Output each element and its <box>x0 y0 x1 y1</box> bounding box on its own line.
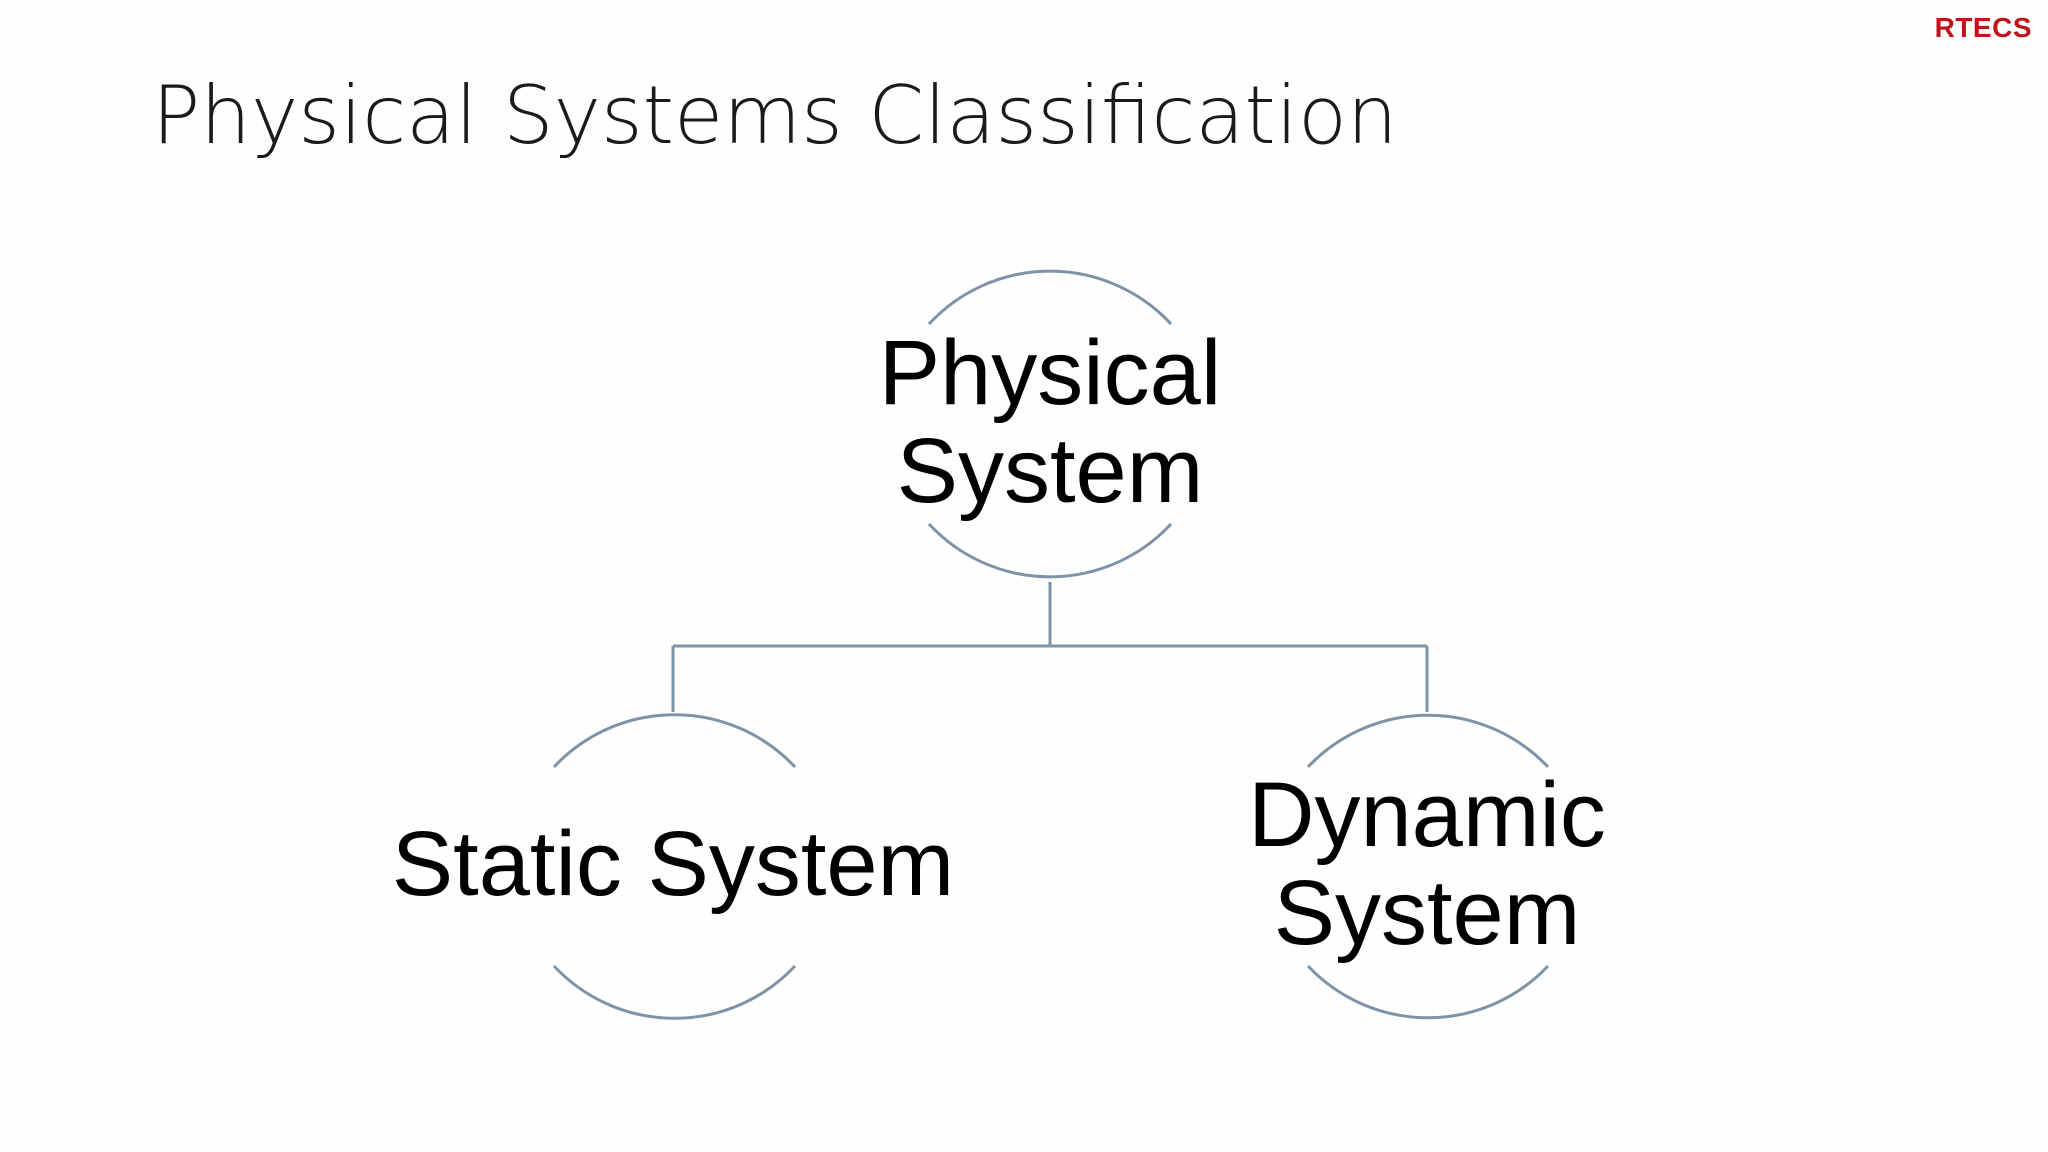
right-node-top-arc <box>1306 713 1550 769</box>
left-node-top-arc <box>552 713 797 769</box>
root-node-line1: Physical <box>878 322 1222 424</box>
root-node-bottom-arc <box>927 522 1173 579</box>
root-node-label: Physical System <box>879 324 1222 520</box>
root-node-line2: System <box>896 420 1204 522</box>
brand-label: RTECS <box>1934 12 2032 43</box>
right-node-label: Dynamic System <box>1248 766 1606 962</box>
left-node-label: Static System <box>392 815 954 913</box>
right-node-line1: Dynamic <box>1248 764 1606 866</box>
root-node-top-arc <box>927 269 1173 326</box>
left-node-bottom-arc <box>552 964 797 1020</box>
left-node-text: Static System <box>391 813 955 915</box>
right-node-bottom-arc <box>1306 964 1550 1020</box>
connector-lines <box>671 582 1429 712</box>
right-node-line2: System <box>1273 862 1581 964</box>
slide-title: Physical Systems Classification <box>152 69 1398 162</box>
